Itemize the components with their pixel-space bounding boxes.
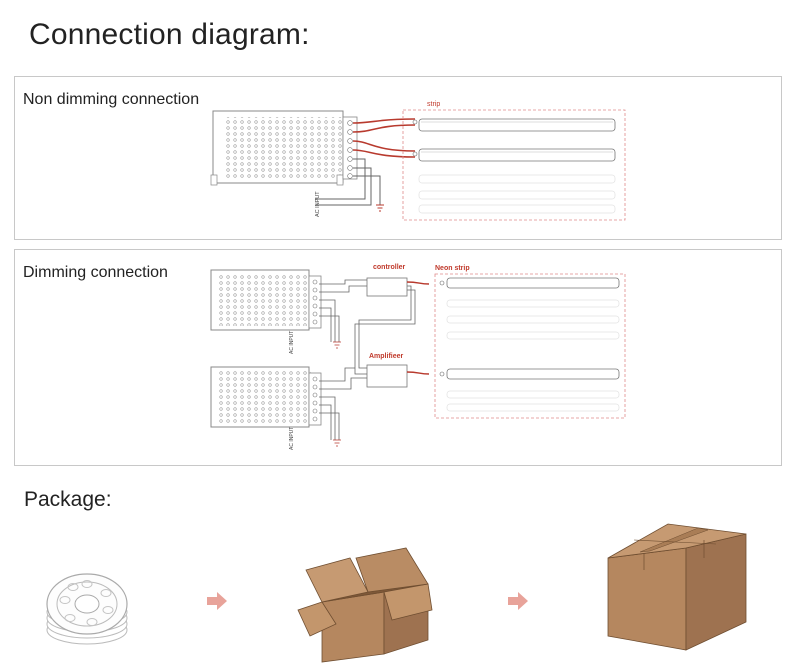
dimming-diagram: AC INPUT AC INPUT controller Amplifieer (210, 264, 626, 450)
arrow-right-icon (508, 592, 528, 610)
dimming-label: Dimming connection (23, 264, 168, 281)
controller: controller (366, 264, 408, 297)
controller-label: controller (373, 264, 406, 271)
open-box-image (297, 547, 433, 663)
power-supply (210, 366, 322, 428)
power-supply (210, 269, 322, 331)
led-strip (412, 148, 616, 162)
amplifier: Amplifieer (366, 353, 408, 388)
ac-input-label: AC INPUT (315, 191, 321, 217)
wires (315, 118, 416, 212)
sealed-box-image (607, 523, 747, 651)
wires (319, 279, 416, 447)
non-dimming-diagram: AC INPUT strip (210, 101, 626, 221)
additional-strips (418, 174, 616, 214)
ac-input-label: AC INPUT (289, 427, 295, 450)
page-title: Connection diagram: (29, 18, 310, 51)
strip-area-outline (434, 273, 626, 419)
additional-strips (446, 299, 620, 412)
strip-area-outline (402, 109, 626, 221)
strip-label: strip (427, 101, 440, 108)
neon-strip (439, 277, 620, 289)
neon-reel-image (46, 573, 128, 645)
non-dimming-label: Non dimming connection (23, 91, 200, 108)
arrow-right-icon (207, 592, 227, 610)
non-dimming-panel: Non dimming connection (14, 76, 782, 240)
neon-strip-label: Neon strip (435, 265, 470, 272)
led-strip (412, 118, 616, 132)
neon-strip (439, 368, 620, 380)
ac-input-label: AC INPUT (289, 331, 295, 354)
amplifier-label: Amplifieer (369, 353, 404, 360)
dimming-panel: Dimming connection AC INPUT AC INPUT (14, 249, 782, 466)
package-title: Package: (24, 488, 112, 511)
power-supply (210, 110, 358, 186)
